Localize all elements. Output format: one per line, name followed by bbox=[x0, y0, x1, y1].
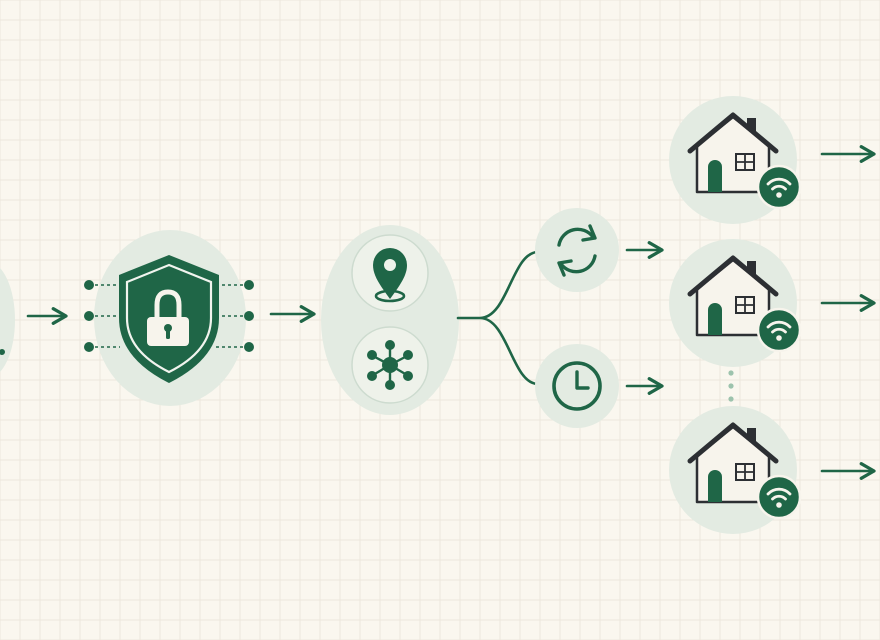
sync-node bbox=[535, 208, 619, 292]
port-dot bbox=[244, 280, 254, 290]
port-dot bbox=[244, 342, 254, 352]
hub-node bbox=[321, 225, 459, 415]
wifi-icon bbox=[756, 474, 802, 520]
security-ports-left bbox=[84, 280, 120, 352]
security-ports-right bbox=[216, 280, 254, 352]
location-pin-circle bbox=[351, 234, 429, 312]
house-icon bbox=[687, 422, 779, 504]
security-node bbox=[84, 230, 254, 406]
home-node bbox=[669, 406, 802, 534]
network-hub-circle bbox=[351, 326, 429, 404]
network-hub-icon bbox=[367, 340, 413, 390]
shield-lock-icon bbox=[119, 255, 219, 383]
left-source-blob bbox=[0, 268, 15, 372]
left-source-dot bbox=[0, 349, 5, 355]
port-dot bbox=[84, 342, 94, 352]
port-dot bbox=[84, 311, 94, 321]
wifi-icon bbox=[756, 164, 802, 210]
home-node bbox=[669, 239, 802, 367]
left-source-node bbox=[0, 268, 15, 372]
port-dot bbox=[244, 311, 254, 321]
house-icon bbox=[687, 255, 779, 337]
homes-column bbox=[669, 96, 802, 534]
clock-node bbox=[535, 344, 619, 428]
branch-connector bbox=[456, 250, 540, 386]
sync-arrows-icon bbox=[557, 224, 597, 277]
clock-icon bbox=[552, 361, 602, 411]
port-dot bbox=[84, 280, 94, 290]
home-node bbox=[669, 96, 802, 224]
location-pin-icon bbox=[373, 248, 407, 303]
house-icon bbox=[687, 112, 779, 194]
wifi-icon bbox=[756, 307, 802, 353]
homes-gap-ellipsis bbox=[728, 370, 734, 402]
